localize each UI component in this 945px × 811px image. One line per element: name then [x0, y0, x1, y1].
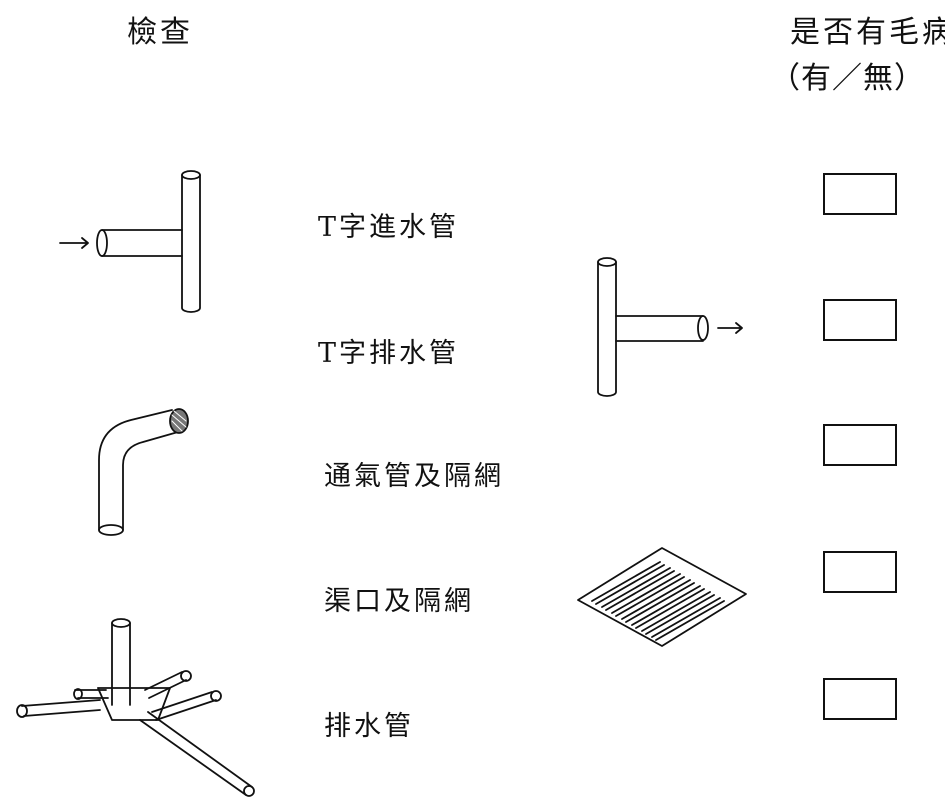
t-outlet-pipe-icon: [598, 258, 742, 396]
label-t-inlet-pipe: T字進水管: [318, 212, 460, 243]
label-drainage-pipes: 排水管: [324, 711, 414, 742]
checkbox-drainage-pipes[interactable]: [823, 678, 897, 720]
checkbox-t-outlet-pipe[interactable]: [823, 299, 897, 341]
condition-header-line2: （有／無）: [770, 61, 925, 96]
condition-header-line1: 是否有毛病: [790, 15, 945, 50]
label-t-outlet-pipe: T字排水管: [318, 338, 460, 369]
checkbox-t-inlet-pipe[interactable]: [823, 173, 897, 215]
inspect-header: 檢查: [127, 15, 193, 50]
drain-grate-icon: [578, 548, 746, 646]
t-inlet-pipe-icon: [60, 171, 200, 312]
vent-pipe-screen-icon: [99, 409, 188, 535]
drainage-pipes-icon: [17, 619, 254, 796]
checkbox-drain-grate[interactable]: [823, 551, 897, 593]
label-drain-grate: 渠口及隔網: [324, 586, 474, 617]
label-vent-pipe-screen: 通氣管及隔網: [324, 461, 504, 492]
checkbox-vent-pipe-screen[interactable]: [823, 424, 897, 466]
